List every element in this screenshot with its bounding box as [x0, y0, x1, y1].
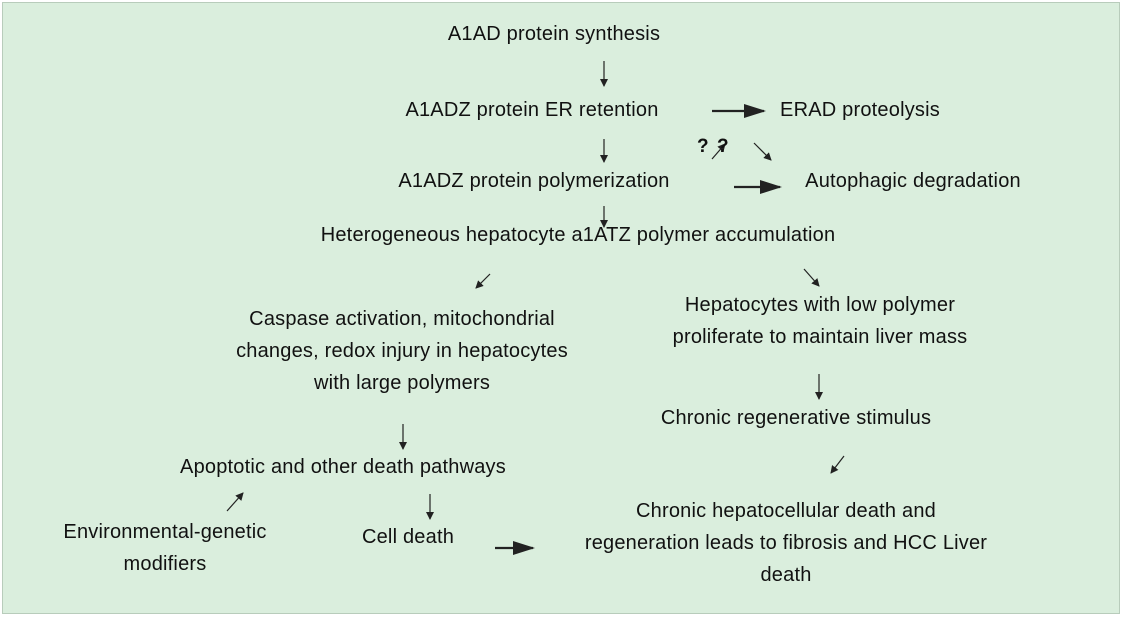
- environmental-line-1: Environmental-genetic: [63, 521, 267, 543]
- node-erad-proteolysis: ERAD proteolysis: [780, 99, 940, 121]
- question-mark-1: ?: [697, 136, 709, 157]
- low-polymer-line-2: proliferate to maintain liver mass: [672, 326, 968, 348]
- chronic-death-line-1: Chronic hepatocellular death and: [636, 500, 936, 522]
- arrow-regenerative-to-chronic-death: [830, 455, 845, 474]
- node-chronic-hepatocellular-death: Chronic hepatocellular death and regener…: [585, 495, 987, 591]
- node-polymer-accumulation: Heterogeneous hepatocyte a1ATZ polymer a…: [320, 224, 836, 246]
- node-regenerative-stimulus: Chronic regenerative stimulus: [660, 407, 932, 429]
- node-apoptotic-pathways: Apoptotic and other death pathways: [180, 456, 506, 478]
- low-polymer-line-1: Hepatocytes with low polymer: [684, 294, 956, 316]
- caspase-line-3: with large polymers: [313, 372, 491, 394]
- caspase-line-1: Caspase activation, mitochondrial: [249, 308, 555, 330]
- node-caspase-activation: Caspase activation, mitochondrial change…: [236, 303, 568, 399]
- caspase-line-2: changes, redox injury in hepatocytes: [236, 340, 568, 362]
- node-protein-synthesis: A1AD protein synthesis: [447, 23, 661, 45]
- chronic-death-line-3: death: [760, 564, 812, 586]
- arrows-layer: [226, 61, 845, 555]
- arrow-accumulation-to-low-polymer: [803, 268, 820, 287]
- arrow-question-up: [711, 143, 726, 160]
- environmental-line-2: modifiers: [123, 553, 207, 575]
- node-polymerization: A1ADZ protein polymerization: [398, 170, 670, 192]
- node-low-polymer-hepatocytes: Hepatocytes with low polymer proliferate…: [673, 289, 968, 353]
- node-cell-death: Cell death: [361, 526, 455, 548]
- arrow-environmental-to-apoptotic: [226, 492, 244, 512]
- node-environmental-modifiers: Environmental-genetic modifiers: [63, 516, 266, 580]
- question-mark-2: ?: [717, 136, 729, 157]
- chronic-death-line-2: regeneration leads to fibrosis and HCC L…: [584, 532, 988, 554]
- node-er-retention: A1ADZ protein ER retention: [405, 99, 659, 121]
- node-autophagic-degradation: Autophagic degradation: [805, 170, 1021, 192]
- arrow-accumulation-to-caspase: [475, 273, 491, 289]
- arrow-to-autophagic-from-erad: [753, 142, 772, 161]
